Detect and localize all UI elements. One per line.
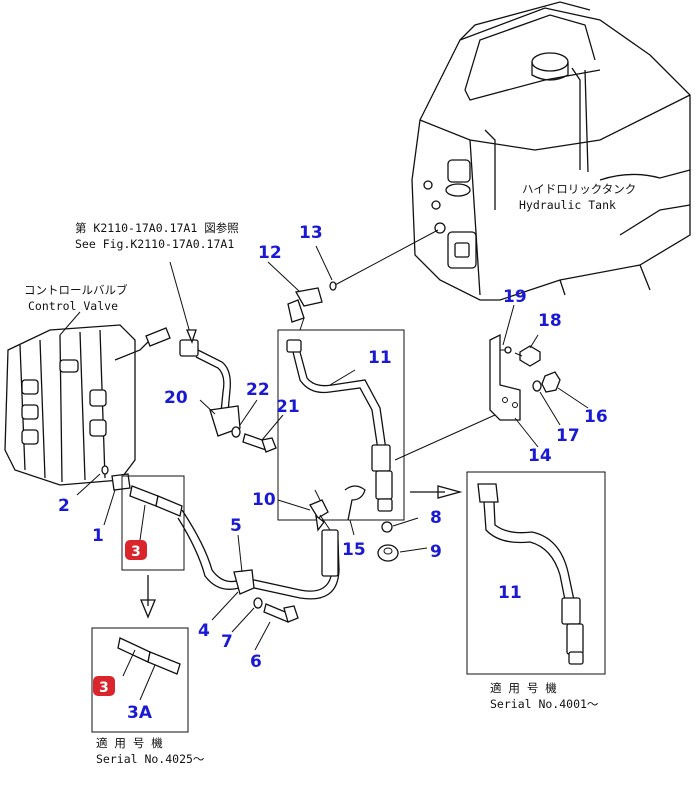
serial-right-en: Serial No.4001～: [490, 697, 599, 711]
bolt-18: [514, 345, 541, 367]
leader-13: [334, 229, 439, 286]
elbow-fitting-12: [287, 287, 323, 331]
serial-left-jp: 適 用 号 機: [96, 736, 163, 750]
o-ring-13: [329, 281, 337, 291]
callout-3A: 3A: [127, 703, 153, 723]
callout-6: 6: [250, 652, 262, 672]
callout-10: 10: [252, 490, 276, 510]
washer-7: [253, 597, 263, 609]
badge-3-upper: 3: [125, 540, 147, 560]
callout-17: 17: [556, 426, 580, 446]
control-valve-jp: コントロールバルブ: [24, 283, 128, 297]
callout-16: 16: [584, 407, 608, 427]
callout-20: 20: [164, 388, 188, 408]
callout-12: 12: [258, 243, 282, 263]
hose-11-center: [286, 339, 393, 512]
detail-box-11: [277, 329, 405, 521]
washer-22: [231, 426, 241, 438]
serial-left-en: Serial No.4025～: [96, 752, 205, 766]
detail-box-right: [466, 471, 606, 675]
control-valve-drawing: [4, 324, 151, 486]
hydraulic-tank-en: Hydraulic Tank: [519, 198, 616, 212]
hydraulic-tank-jp: ハイドロリックタンク: [522, 182, 636, 196]
hose-11-detail: [477, 483, 584, 665]
bolt-21: [242, 433, 277, 453]
o-ring-2: [101, 465, 109, 475]
callout-18: 18: [538, 311, 562, 331]
arrow-to-detail: [410, 485, 463, 499]
hose-20: [145, 261, 241, 437]
callout-4: 4: [198, 621, 210, 641]
callout-14: 14: [528, 446, 552, 466]
callout-21: 21: [276, 397, 300, 417]
control-valve-en: Control Valve: [28, 299, 118, 313]
callout-5: 5: [230, 516, 242, 536]
callout-15: 15: [342, 540, 366, 560]
svg-text:3: 3: [131, 544, 141, 560]
callout-11-center: 11: [368, 348, 392, 368]
callout-2: 2: [58, 496, 70, 516]
washer-17: [532, 380, 542, 392]
clamp-5: [233, 569, 255, 595]
hose-3A: [117, 637, 181, 675]
detail-box-3: [121, 475, 185, 571]
callout-22: 22: [246, 380, 270, 400]
serial-right-jp: 適 用 号 機: [490, 681, 557, 695]
callout-9: 9: [430, 542, 442, 562]
svg-text:3: 3: [99, 680, 109, 696]
callout-11-detail: 11: [498, 583, 522, 603]
callout-7: 7: [221, 632, 233, 652]
clip-15: [344, 485, 366, 521]
nut-9: [377, 544, 399, 562]
arrow-down: [140, 575, 156, 619]
hose-3: [129, 485, 183, 517]
bracket-14: [394, 333, 521, 461]
callout-13: 13: [299, 223, 323, 243]
callout-1: 1: [92, 526, 104, 546]
callout-8: 8: [430, 508, 442, 528]
detail-box-3A: [91, 627, 189, 733]
leader-lines: [59, 245, 589, 701]
nut-16: [541, 371, 561, 393]
washer-19: [504, 346, 512, 354]
hydraulic-tank-drawing: [411, 1, 691, 301]
hose-main: [181, 509, 333, 592]
nut-8: [381, 521, 393, 533]
ref-fig-en: See Fig.K2110-17A0.17A1: [75, 237, 234, 251]
hose-fitting: [321, 529, 339, 577]
callout-19: 19: [503, 287, 527, 307]
bolt-6: [263, 603, 299, 623]
ref-fig-jp: 第 K2110-17A0.17A1 図参照: [75, 221, 239, 235]
badge-3-lower: 3: [93, 676, 115, 696]
fitting-10: [309, 489, 329, 532]
fitting-1: [111, 473, 131, 491]
